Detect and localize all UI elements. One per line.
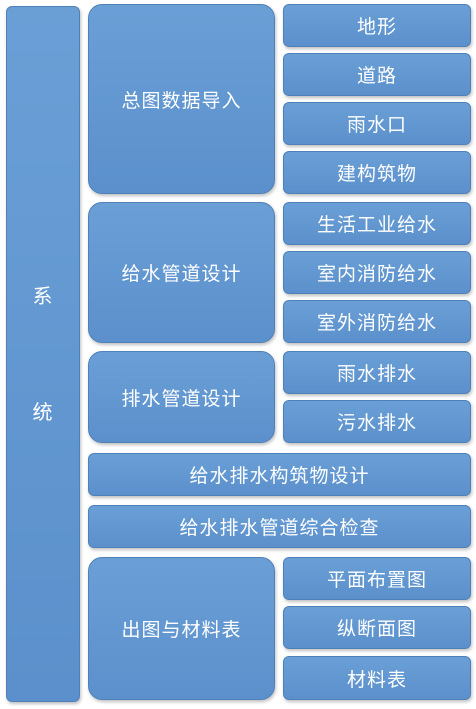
item-material-list: 材料表: [283, 656, 471, 700]
item-terrain: 地形: [283, 4, 471, 47]
item-sewage-drainage: 污水排水: [283, 400, 471, 443]
group-water-supply-pipe-design: 给水管道设计: [88, 202, 275, 343]
item-rain-inlet: 雨水口: [283, 102, 471, 145]
group-structure-design: 给水排水构筑物设计: [88, 453, 471, 496]
item-longitudinal-section: 纵断面图: [283, 606, 471, 649]
system-label-char-1: 系: [32, 284, 54, 308]
item-domestic-industrial-supply: 生活工业给水: [283, 202, 471, 245]
group-total-data-import: 总图数据导入: [88, 4, 275, 194]
item-indoor-fire-supply: 室内消防给水: [283, 251, 471, 294]
group-drawing-and-materials: 出图与材料表: [88, 557, 275, 700]
system-box: 系 统: [6, 6, 80, 702]
item-outdoor-fire-supply: 室外消防给水: [283, 300, 471, 343]
item-buildings: 建构筑物: [283, 151, 471, 194]
group-pipe-comprehensive-check: 给水排水管道综合检查: [88, 505, 471, 548]
item-road: 道路: [283, 53, 471, 96]
item-plan-layout: 平面布置图: [283, 557, 471, 600]
system-label-char-2: 统: [32, 400, 54, 424]
item-rainwater-drainage: 雨水排水: [283, 351, 471, 394]
group-drainage-pipe-design: 排水管道设计: [88, 351, 275, 443]
